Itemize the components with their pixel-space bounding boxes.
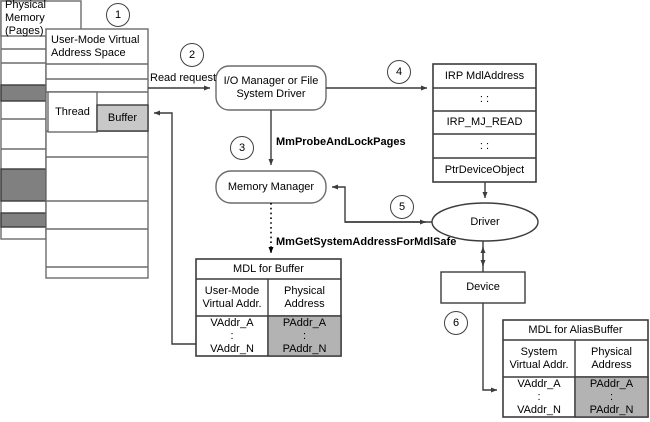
probe-lock-label: MmProbeAndLockPages — [276, 136, 406, 148]
irp-row-4: PtrDeviceObject — [444, 163, 525, 176]
physical-memory-column — [0, 0, 82, 240]
mdl-buffer-cell-0: VAddr_A : VAddr_N — [210, 316, 254, 355]
irp-row-2: IRP_MJ_READ — [446, 116, 523, 128]
mdl-alias-cell-0: VAddr_A : VAddr_N — [517, 377, 561, 416]
step-circle-1: 1 — [106, 3, 130, 27]
driver-label: Driver — [470, 215, 500, 228]
mdl-alias-title: MDL for AliasBuffer — [528, 323, 623, 336]
irp-table — [432, 63, 537, 183]
user-mode-label: User-Mode Virtual Address Space — [51, 34, 140, 59]
connector-mdl-to-buffer — [153, 110, 196, 345]
user-mode-column — [45, 28, 149, 279]
read-request-label: Read request — [150, 72, 217, 84]
get-system-address-label: MmGetSystemAddressForMdlSafe — [276, 236, 457, 248]
mdl-alias-header-0: System Virtual Addr. — [509, 345, 569, 371]
thread-label: Thread — [55, 105, 90, 118]
step-circle-5: 5 — [390, 195, 414, 219]
mdl-alias-cell-1: PAddr_A : PAddr_N — [589, 377, 634, 416]
step-circle-4: 4 — [387, 60, 411, 84]
step-circle-6: 6 — [444, 311, 468, 335]
irp-row-1: : : — [479, 93, 490, 105]
mdl-aliasbuffer-table — [502, 319, 649, 418]
mdl-buffer-cell-1: PAddr_A : PAddr_N — [282, 316, 327, 355]
device-box — [440, 271, 526, 304]
io-manager-label: I/O Manager or File System Driver — [223, 75, 319, 100]
irp-row-0: IRP MdlAddress — [444, 69, 525, 82]
irp-row-3: : : — [479, 139, 490, 152]
mdl-buffer-header-0: User-Mode Virtual Addr. — [202, 284, 262, 310]
mdl-buffer-title: MDL for Buffer — [233, 262, 304, 275]
memory-manager-label: Memory Manager — [227, 180, 315, 193]
step-circle-2: 2 — [180, 43, 204, 67]
physical-memory-label: Physical Memory (Pages) — [5, 0, 46, 37]
mdl-buffer-table — [195, 258, 342, 357]
device-label: Device — [466, 281, 500, 293]
buffer-box — [96, 104, 149, 132]
connector-driver-to-memman — [331, 184, 432, 225]
mdl-alias-header-1: Physical Address — [591, 345, 632, 371]
mdl-buffer-header-1: Physical Address — [284, 284, 325, 310]
buffer-label: Buffer — [107, 111, 138, 124]
step-circle-3: 3 — [230, 136, 254, 160]
connector-device-to-alias — [482, 303, 498, 393]
